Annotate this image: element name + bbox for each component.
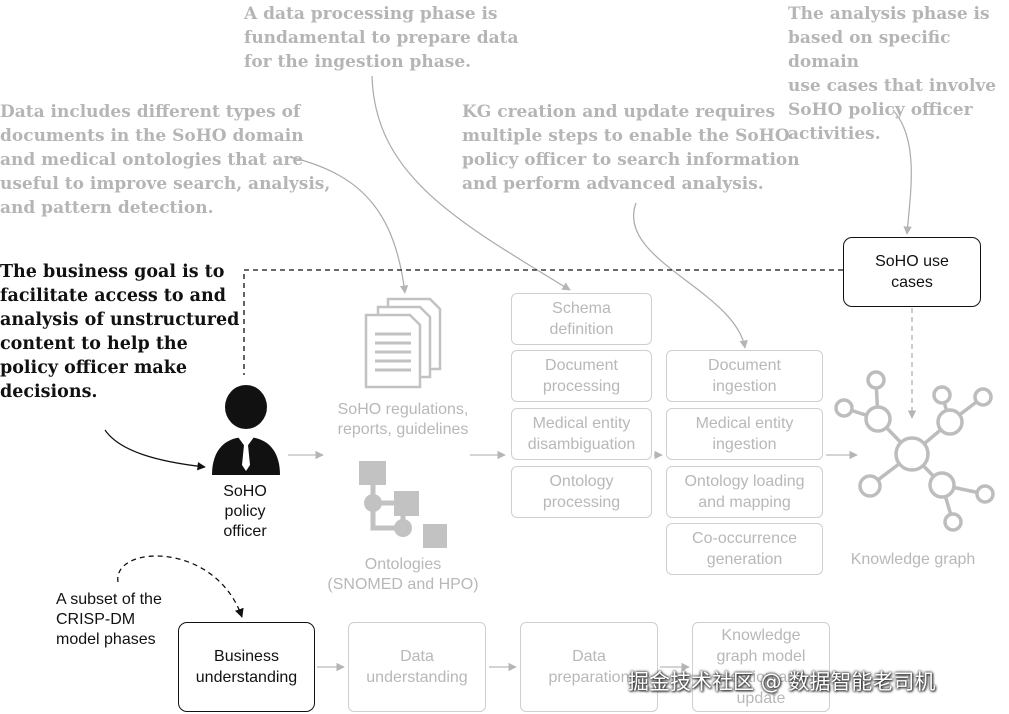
ontologies-label: Ontologies (SNOMED and HPO) xyxy=(327,556,479,593)
dashed-usecases-to-officer xyxy=(243,269,843,375)
step-ontology-processing: Ontology processing xyxy=(511,466,652,518)
arrow-goal-to-officer xyxy=(104,429,206,471)
phase-business-understanding: Business understanding xyxy=(178,622,315,712)
ontology-tree-icon xyxy=(359,461,447,548)
step-medical-disambiguation: Medical entity disambiguation xyxy=(511,408,652,460)
arrow-processing-to-schema xyxy=(371,75,571,291)
note-kg-creation: KG creation and update requires multiple… xyxy=(462,102,800,194)
policy-officer-icon xyxy=(212,385,280,475)
note-processing-phase: A data processing phase is fundamental t… xyxy=(244,4,519,72)
arrow-kg-to-ingestion xyxy=(633,202,748,349)
note-data-types: Data includes different types of documen… xyxy=(0,102,331,218)
soho-use-cases-box: SoHO use cases xyxy=(843,237,981,307)
phase-data-understanding: Data understanding xyxy=(348,622,486,712)
step-document-processing: Document processing xyxy=(511,350,652,402)
step-cooccurrence: Co-occurrence generation xyxy=(666,523,823,575)
documents-icon xyxy=(364,297,442,389)
knowledge-graph-label: Knowledge graph xyxy=(850,551,976,568)
regulations-label: SoHO regulations, reports, guidelines xyxy=(337,401,469,438)
officer-label: SoHO policy officer xyxy=(223,483,267,540)
phase-kg-model-creation: Knowledge graph model creation and updat… xyxy=(692,622,830,712)
knowledge-graph-icon xyxy=(834,370,995,532)
dashed-label-to-business xyxy=(117,555,244,618)
crisp-dm-label: A subset of the CRISP-DM model phases xyxy=(56,591,162,648)
arrow-analysis-to-usecases xyxy=(892,109,912,235)
watermark: 掘金技术社区 @ 数据智能老司机 xyxy=(628,670,936,694)
step-medical-ingestion: Medical entity ingestion xyxy=(666,408,823,460)
arrow-data-to-documents xyxy=(289,156,409,294)
note-analysis-phase: The analysis phase is based on specific … xyxy=(788,4,997,144)
step-document-ingestion: Document ingestion xyxy=(666,350,823,402)
step-ontology-loading: Ontology loading and mapping xyxy=(666,466,823,518)
note-business-goal: The business goal is to facilitate acces… xyxy=(0,262,240,402)
step-schema-definition: Schema definition xyxy=(511,293,652,345)
phase-data-preparation: Data preparation xyxy=(520,622,658,712)
